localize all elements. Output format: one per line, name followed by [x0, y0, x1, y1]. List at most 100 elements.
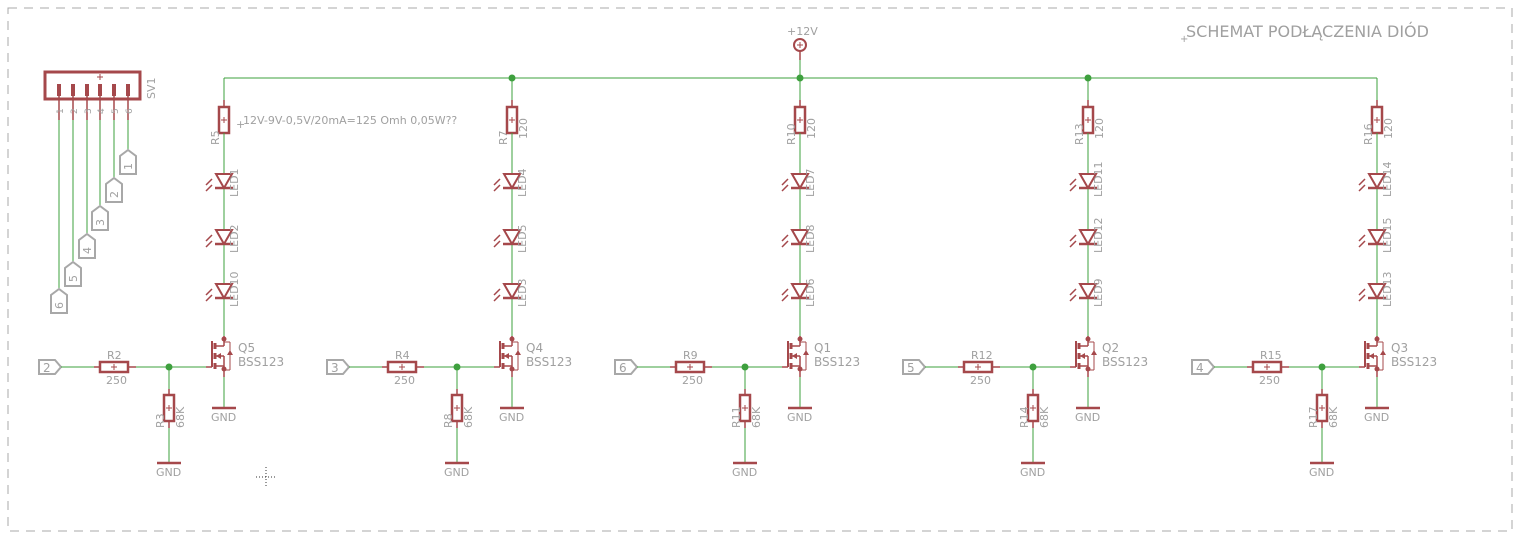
connector-pin — [98, 84, 102, 96]
connector-port-text: 2 — [108, 191, 121, 198]
connector-port-label — [64, 260, 82, 287]
led-ray — [1069, 184, 1077, 192]
connector-pin-number: 1 — [56, 108, 66, 114]
led-ray — [1069, 240, 1077, 248]
pulldown-name: R14 — [1018, 406, 1031, 428]
gate-resistor-value: 250 — [970, 374, 991, 387]
connector-pin-number: 3 — [84, 108, 94, 114]
resistor-value: 120 — [1382, 118, 1395, 139]
led-label: LED5 — [516, 224, 529, 253]
led: LED13 — [1358, 271, 1394, 307]
mosfet-pin — [509, 336, 515, 342]
led-ray — [205, 178, 213, 186]
resistor-value: 120 — [805, 118, 818, 139]
led-label: LED15 — [1381, 217, 1394, 253]
led-triangle — [790, 173, 810, 191]
connector-pin-number: 2 — [70, 108, 80, 114]
connector-port-text: 1 — [122, 163, 135, 170]
led: LED14 — [1358, 161, 1394, 197]
input-port-text: 2 — [43, 361, 51, 375]
ground-label: GND — [156, 466, 181, 479]
gate-resistor-value: 250 — [1259, 374, 1280, 387]
mosfet-name: Q3 — [1391, 341, 1408, 355]
connector-port-label — [78, 232, 96, 259]
led-triangle — [1367, 173, 1387, 191]
led-label: LED12 — [1092, 217, 1105, 253]
input-port-text: 5 — [907, 361, 915, 375]
led-triangle — [1078, 283, 1098, 301]
ground-label: GND — [1075, 411, 1100, 424]
input-port-label — [38, 359, 63, 375]
mosfet-pin — [1374, 336, 1380, 342]
power-supply-12v: +12V — [787, 25, 818, 78]
led: LED12 — [1069, 217, 1105, 253]
resistor-value: 120 — [517, 118, 530, 139]
led-ray — [493, 184, 501, 192]
mosfet-name: Q1 — [814, 341, 831, 355]
led: LED6 — [781, 278, 817, 307]
annotation-origin: + — [236, 118, 245, 131]
led-triangle — [1078, 229, 1098, 247]
mosfet-diode — [515, 350, 521, 355]
led-ray — [1358, 294, 1366, 302]
connector-port-text: 6 — [53, 302, 66, 309]
connector-port-label — [91, 204, 109, 231]
ground-label: GND — [787, 411, 812, 424]
led: LED1 — [205, 168, 241, 197]
mosfet-name: Q4 — [526, 341, 543, 355]
led-label: LED13 — [1381, 271, 1394, 307]
led-triangle — [790, 283, 810, 301]
resistor-name: R5 — [209, 130, 222, 145]
pulldown-value: 68K — [1327, 406, 1340, 428]
led: LED4 — [493, 168, 529, 197]
connector-pin-number: 4 — [97, 108, 107, 114]
sheet-title: SCHEMAT PODŁĄCZENIA DIÓD — [1186, 22, 1429, 41]
mosfet-pin — [509, 366, 515, 372]
ground-label: GND — [1309, 466, 1334, 479]
gate-resistor-name: R15 — [1260, 349, 1282, 362]
connector-pin — [57, 84, 61, 96]
pulldown-value: 68K — [750, 406, 763, 428]
connector-port-label — [105, 176, 123, 203]
mosfet-type: BSS123 — [1391, 355, 1437, 369]
led-ray — [493, 234, 501, 242]
mosfet-type: BSS123 — [814, 355, 860, 369]
led-label: LED6 — [804, 278, 817, 307]
led-ray — [205, 294, 213, 302]
led-label: LED14 — [1381, 161, 1394, 197]
led-triangle — [502, 283, 522, 301]
led-label: LED11 — [1092, 161, 1105, 197]
power-label: +12V — [787, 25, 818, 38]
gate-resistor-name: R12 — [971, 349, 993, 362]
input-port-label — [1191, 359, 1216, 375]
led-label: LED9 — [1092, 278, 1105, 307]
input-port-label — [902, 359, 927, 375]
input-port-label — [614, 359, 639, 375]
mosfet-arrow — [792, 353, 797, 359]
led-ray — [1358, 240, 1366, 248]
gate-resistor-name: R9 — [683, 349, 698, 362]
gate-resistor-value: 250 — [682, 374, 703, 387]
led-triangle — [214, 283, 234, 301]
led: LED5 — [493, 224, 529, 253]
led-ray — [205, 288, 213, 296]
led-ray — [781, 294, 789, 302]
led: LED7 — [781, 168, 817, 197]
led-label: LED2 — [228, 224, 241, 253]
led-ray — [205, 184, 213, 192]
led-label: LED3 — [516, 278, 529, 307]
led-label: LED1 — [228, 168, 241, 197]
led-ray — [1069, 288, 1077, 296]
mosfet-arrow — [504, 353, 509, 359]
mosfet-diode — [803, 350, 809, 355]
pulldown-name: R3 — [154, 413, 167, 428]
connector-name: SV1 — [145, 77, 158, 99]
connector-pin — [112, 84, 116, 96]
mosfet-arrow — [1369, 353, 1374, 359]
led-label: LED4 — [516, 168, 529, 197]
pulldown-value: 68K — [1038, 406, 1051, 428]
resistor-annotation: 12V-9V-0,5V/20mA=125 Omh 0,05W?? — [243, 114, 457, 127]
